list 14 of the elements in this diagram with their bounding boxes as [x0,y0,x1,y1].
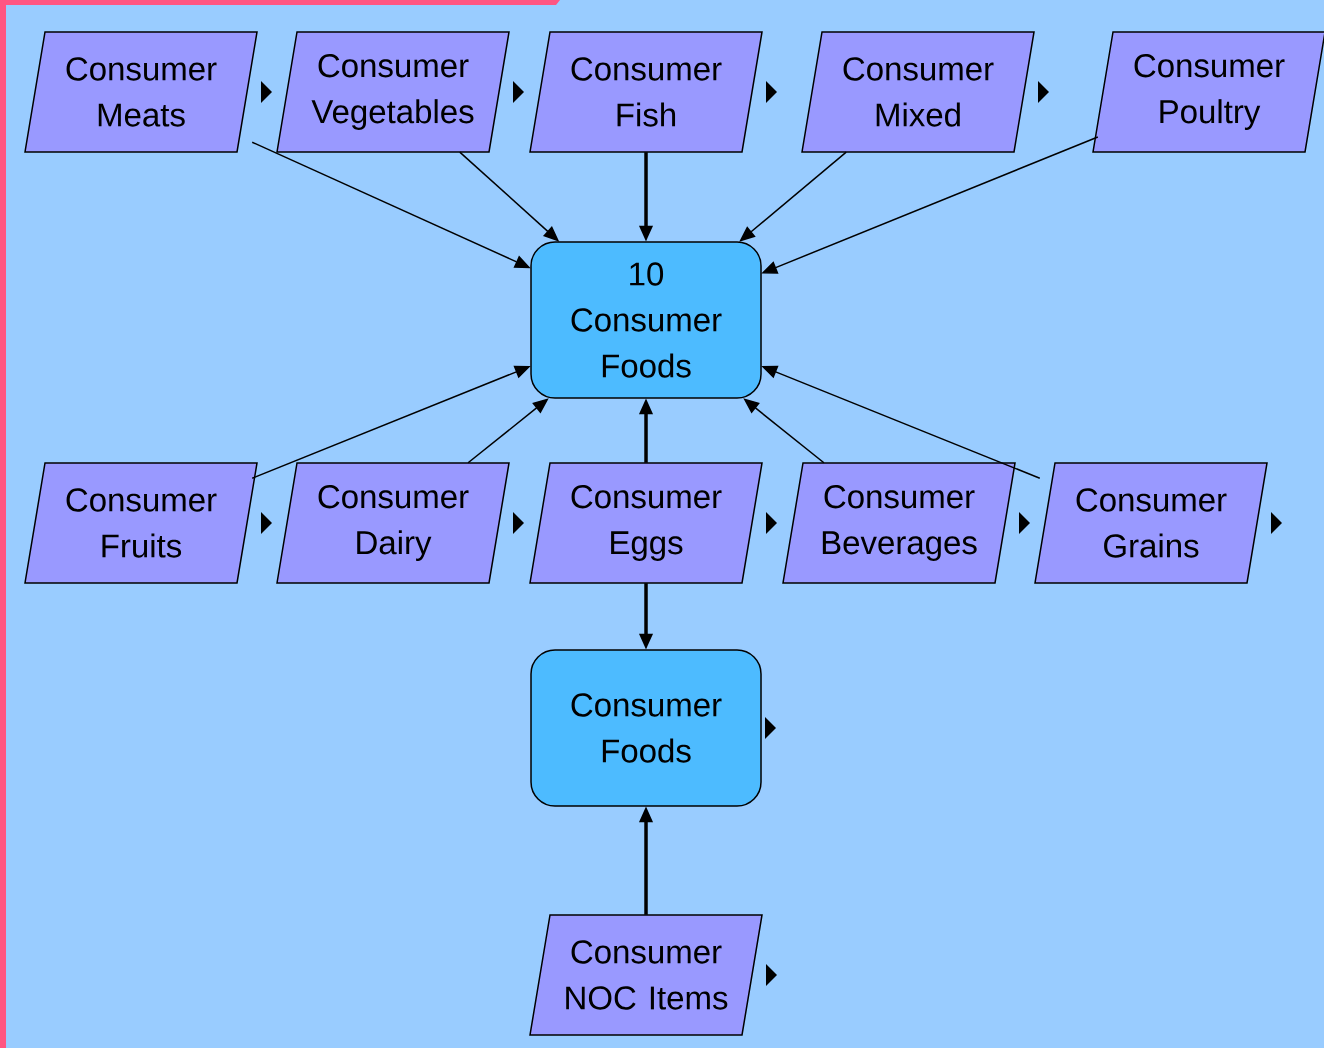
parallelogram-box: Consumer Eggs [529,462,763,584]
parallelogram-box: Consumer Dairy [276,462,510,584]
arrow [739,151,847,242]
parallelogram-box: Consumer Mixed [801,31,1035,153]
parallelogram-box: Consumer Poultry [1092,31,1324,153]
parallelogram-box: Consumer Beverages [782,462,1016,584]
parallelogram-box: Consumer NOC Items [529,914,763,1036]
parallelogram-box: Consumer Fruits [24,462,258,584]
parallelogram-box: Consumer Vegetables [276,31,510,153]
parallelogram-box: Consumer Grains [1034,462,1268,584]
rounded-box: 10 Consumer Foods [530,241,762,399]
rounded-box: Consumer Foods [530,649,762,807]
parallelogram-box: Consumer Fish [529,31,763,153]
parallelogram-box: Consumer Meats [24,31,258,153]
